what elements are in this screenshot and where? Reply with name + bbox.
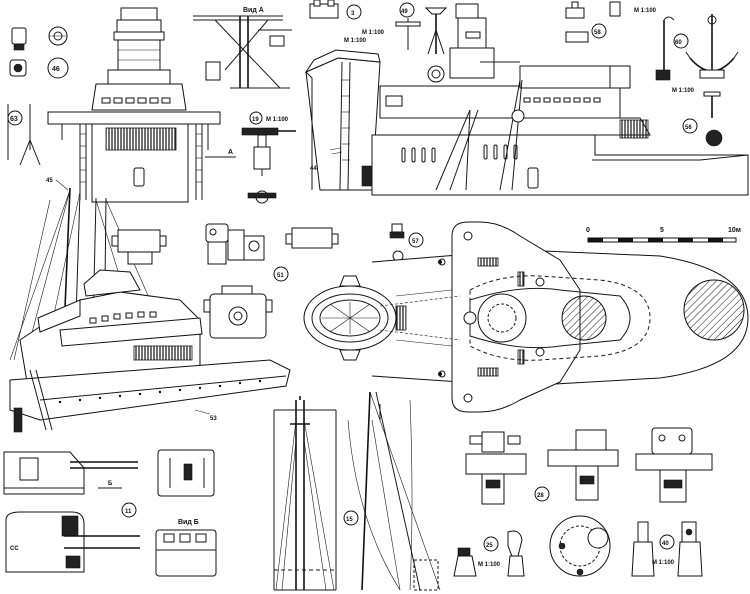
view-mark-b: Б	[108, 481, 113, 487]
front-view-superstructure: А	[47, 7, 236, 203]
view-a-detail: Вид А	[193, 7, 292, 89]
item-45-label: 45	[46, 178, 53, 184]
view-a-title: Вид А	[243, 7, 264, 14]
item-40-label: 40	[662, 541, 669, 547]
top-right-small-items: 3 М 1:100 49 58 М 1:100 60 М 1:100 56	[309, 0, 739, 147]
scale-m100-c: М 1:100	[634, 8, 657, 14]
item-46-label: 46	[52, 66, 60, 73]
item-19-label: 19	[252, 117, 259, 123]
mount-details-51: 51	[111, 223, 339, 339]
svg-text:СС: СС	[10, 546, 19, 552]
item-44-label: 44	[310, 166, 317, 172]
bottom-right-items: 28 25 М 1:100 40 М 1:100	[453, 427, 713, 577]
item-49-label: 49	[401, 9, 408, 15]
item-63-label: 63	[10, 116, 18, 123]
item-51-label: 51	[277, 273, 284, 279]
turret-11: Б СС 11 Вид Б	[3, 449, 217, 577]
item-53-label: 53	[210, 416, 217, 422]
scale-tick-10: 10м	[728, 227, 741, 234]
scale-m100-b: М 1:100	[362, 30, 385, 36]
item-15-label: 15	[346, 517, 353, 523]
view-b-title: Вид Б	[178, 519, 199, 526]
item-46-lights: 46	[9, 26, 69, 79]
scale-m100-g: М 1:100	[344, 38, 367, 44]
item-60-label: 60	[675, 40, 682, 46]
item-57-label: 57	[412, 239, 419, 245]
item-3-label: 3	[351, 11, 355, 17]
perspective-superstructure: 45	[9, 178, 291, 433]
masts-15: 15	[273, 391, 441, 591]
item-28-label: 28	[537, 493, 544, 499]
scale-tick-5: 5	[660, 227, 664, 234]
scale-bar: 0 5 10м	[586, 227, 741, 243]
item-63-tripod: 63	[7, 104, 41, 166]
scale-tick-0: 0	[586, 227, 590, 234]
plan-view	[303, 221, 749, 413]
scale-m100-e: М 1:100	[478, 562, 501, 568]
side-view-bridge: 44	[304, 3, 749, 196]
item-57-lamp: 57	[389, 223, 424, 262]
scale-m100-f: М 1:100	[652, 560, 675, 566]
view-mark-a: А	[228, 149, 233, 156]
item-19-gun: 19 М 1:100	[241, 111, 296, 204]
item-11-label: 11	[125, 509, 132, 515]
item-19-scale: М 1:100	[266, 117, 289, 123]
item-58-label: 58	[594, 30, 601, 36]
scale-m100-d: М 1:100	[672, 88, 695, 94]
item-56-label: 56	[685, 125, 692, 131]
item-25-label: 25	[486, 543, 493, 549]
